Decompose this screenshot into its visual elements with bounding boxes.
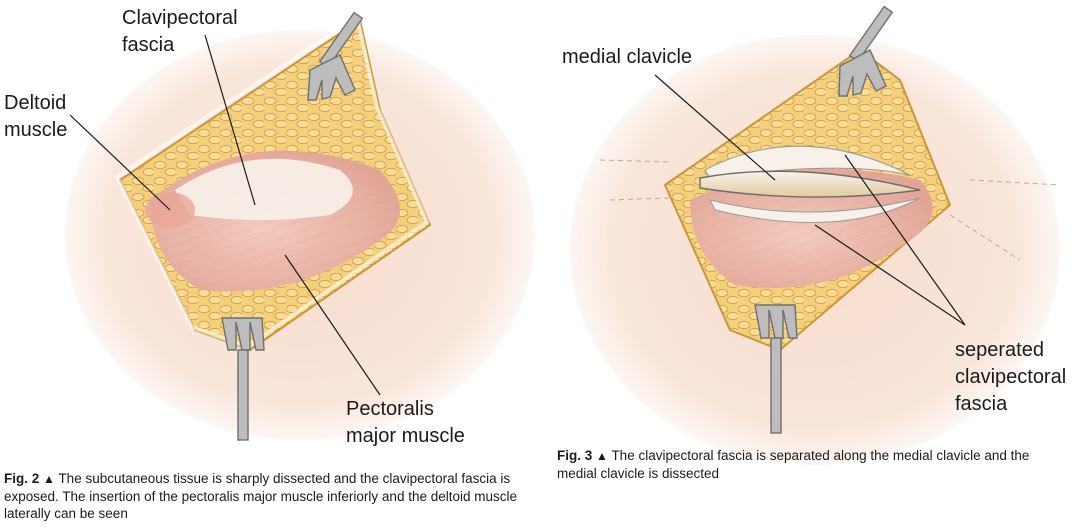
- medial-clavicle-bone: [699, 170, 921, 198]
- label-pectoralis-major: Pectoralis major muscle: [346, 398, 465, 447]
- fascia-lower-flap: [709, 197, 921, 223]
- leader-medial-clavicle: [654, 74, 776, 181]
- leader-pectoralis: [284, 254, 381, 396]
- label-deltoid-muscle: Deltoid muscle: [4, 92, 68, 141]
- figure-2-illustration: [65, 11, 535, 441]
- leader-deltoid: [69, 114, 171, 211]
- leader-fascia-lower: [814, 224, 966, 326]
- retractor-top: [307, 11, 364, 101]
- caption-marker-icon: ▲: [596, 449, 608, 463]
- label-separated-fascia: seperated clavipectoral fascia: [955, 339, 1067, 415]
- caption-marker-icon: ▲: [43, 472, 55, 486]
- label-medial-clavicle: medial clavicle: [562, 46, 693, 68]
- retractor-bottom: [221, 317, 265, 441]
- caption-text: The subcutaneous tissue is sharply disse…: [4, 471, 518, 521]
- figure-2: Clavipectoral fascia Deltoid muscle Pect…: [4, 7, 535, 522]
- caption-figure-number: Fig. 3: [557, 448, 593, 463]
- label-clavipectoral-fascia: Clavipectoral fascia: [122, 7, 238, 56]
- figure-3: medial clavicle seperated clavipectoral …: [540, 0, 1080, 532]
- caption-figure-3: Fig. 3 ▲ The clavipectoral fascia is sep…: [557, 447, 1067, 482]
- caption-text: The clavipectoral fascia is separated al…: [557, 448, 1030, 481]
- caption-figure-2: Fig. 2 ▲ The subcutaneous tissue is shar…: [4, 470, 529, 522]
- leader-fascia-upper: [844, 154, 966, 326]
- figure-3-illustration: [570, 5, 1061, 465]
- caption-figure-number: Fig. 2: [4, 471, 40, 486]
- leader-clavipectoral: [204, 34, 256, 206]
- clavipectoral-fascia-sheet: [175, 158, 353, 220]
- retractor-top: [838, 5, 894, 97]
- retractor-bottom: [754, 304, 798, 434]
